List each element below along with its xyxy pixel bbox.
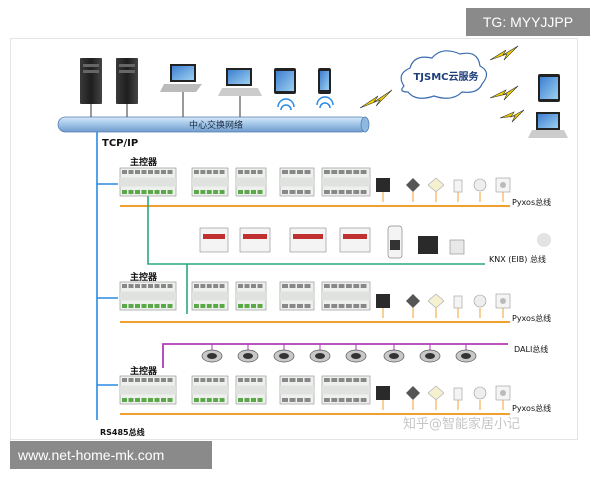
io-module	[235, 167, 267, 197]
tablet-icon	[538, 74, 560, 102]
tg-watermark: TG: MYYJJPP	[466, 8, 590, 36]
dali-lamp	[201, 344, 223, 363]
tablet-icon	[274, 68, 296, 94]
pyxos-bus-label: Pyxos总线	[512, 403, 551, 413]
central-switch-network: 中心交换网络	[57, 116, 370, 133]
pyxos-bus-2: Pyxos总线	[120, 313, 551, 323]
knx-module	[289, 227, 327, 253]
laptop-icon	[160, 64, 202, 92]
dali-lamp	[309, 344, 331, 363]
controller-module	[119, 167, 177, 197]
overlay-watermark: 知乎@智能家居小记	[403, 417, 521, 432]
dali-bus: DALI总线	[162, 343, 548, 368]
controller-label: 主控器	[130, 271, 158, 283]
io-module	[279, 167, 315, 197]
io-module	[235, 375, 267, 405]
dali-bus-label: DALI总线	[514, 344, 548, 354]
io-module	[321, 167, 371, 197]
lightning-icon	[489, 85, 519, 101]
io-module	[279, 375, 315, 405]
pyxos-device	[376, 386, 390, 400]
pyxos-bus-label: Pyxos总线	[512, 313, 551, 323]
cloud-label: TJSMC云服务	[413, 70, 479, 83]
cloud-service: TJSMC云服务	[400, 50, 488, 99]
knx-switch	[449, 239, 465, 255]
backbone-label: 中心交换网络	[189, 119, 243, 131]
pyxos-device	[406, 294, 420, 308]
pyxos-device	[427, 177, 445, 193]
dali-lamp	[455, 344, 477, 363]
knx-bus: KNX (EIB) 总线	[147, 196, 546, 314]
pyxos-device	[495, 293, 511, 309]
controller-label: 主控器	[130, 156, 158, 168]
pyxos-device	[427, 293, 445, 309]
knx-panel	[418, 236, 438, 254]
site-watermark: www.net-home-mk.com	[10, 441, 212, 469]
controller-module	[119, 375, 177, 405]
server-icon	[116, 58, 138, 104]
dali-lamp	[345, 344, 367, 363]
lightning-icon	[489, 45, 519, 61]
pyxos-device	[473, 178, 487, 192]
pyxos-device	[495, 177, 511, 193]
pyxos-device	[376, 178, 390, 192]
io-module	[191, 167, 229, 197]
pyxos-device	[376, 294, 390, 308]
io-module	[321, 375, 371, 405]
tcpip-label: TCP/IP	[102, 138, 138, 149]
server-icon	[80, 58, 102, 104]
rs485-label: RS485总线	[100, 427, 145, 437]
pyxos-bus-3: Pyxos总线	[120, 403, 551, 415]
pyxos-device	[427, 385, 445, 401]
pyxos-bus-1: Pyxos总线	[120, 197, 551, 207]
io-module	[235, 281, 267, 311]
knx-module	[199, 227, 229, 253]
dali-lamp	[419, 344, 441, 363]
controller-module	[119, 281, 177, 311]
wifi-signal-icon	[316, 96, 334, 109]
io-module	[279, 281, 315, 311]
dali-lamp	[273, 344, 295, 363]
knx-device	[387, 225, 403, 259]
pyxos-device	[473, 386, 487, 400]
controller-label: 主控器	[130, 365, 158, 377]
knx-module	[339, 227, 371, 253]
wifi-signal-icon	[277, 98, 295, 111]
io-module	[191, 281, 229, 311]
io-module	[191, 375, 229, 405]
dali-lamp	[383, 344, 405, 363]
dali-lamp	[237, 344, 259, 363]
lightning-icon	[359, 89, 393, 109]
laptop-icon	[528, 112, 568, 138]
pyxos-device	[406, 386, 420, 400]
pyxos-device	[453, 179, 463, 193]
pyxos-device	[453, 295, 463, 309]
laptop-icon	[218, 68, 262, 96]
knx-module	[239, 227, 271, 253]
lightning-icon	[499, 109, 525, 123]
pyxos-bus-label: Pyxos总线	[512, 197, 551, 207]
pyxos-device	[473, 294, 487, 308]
smartphone-icon	[318, 68, 331, 94]
pyxos-device	[453, 387, 463, 401]
pyxos-device	[406, 178, 420, 192]
pyxos-device	[495, 385, 511, 401]
io-module	[321, 281, 371, 311]
knx-bus-label: KNX (EIB) 总线	[489, 254, 546, 264]
knx-sensor	[537, 233, 551, 247]
